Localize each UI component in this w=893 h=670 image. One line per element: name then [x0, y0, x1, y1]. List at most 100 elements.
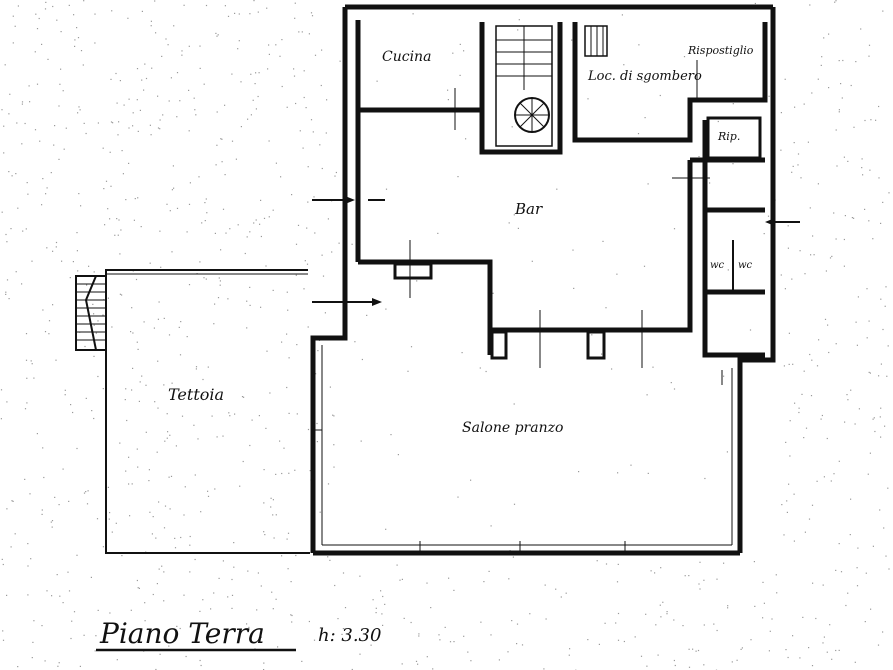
speckle-dot	[171, 251, 173, 253]
speckle-dot	[214, 303, 216, 305]
speckle-dot	[791, 278, 793, 280]
speckle-dot	[163, 571, 165, 573]
speckle-dot	[227, 596, 229, 598]
speckle-dot	[58, 158, 60, 160]
speckle-dot	[127, 17, 129, 19]
speckle-dot	[158, 568, 160, 570]
speckle-dot	[321, 632, 323, 635]
speckle-dot	[36, 83, 39, 85]
speckle-dot	[390, 434, 392, 436]
speckle-dot	[843, 238, 845, 241]
speckle-dot	[240, 126, 242, 128]
speckle-dot	[148, 480, 150, 482]
speckle-dot	[8, 171, 10, 173]
speckle-dot	[189, 182, 191, 184]
speckle-dot	[382, 624, 384, 626]
room-label-wc: wc	[710, 260, 725, 271]
speckle-dot	[253, 222, 255, 224]
speckle-dot	[483, 581, 485, 583]
speckle-dot	[56, 19, 58, 21]
speckle-dot	[333, 444, 335, 446]
speckle-dot	[12, 15, 14, 17]
speckle-dot	[645, 613, 647, 615]
speckle-dot	[184, 486, 186, 488]
speckle-dot	[116, 218, 118, 220]
speckle-dot	[517, 29, 519, 31]
speckle-dot	[845, 604, 847, 607]
speckle-dot	[611, 368, 613, 370]
speckle-dot	[180, 536, 182, 539]
speckle-dot	[199, 659, 201, 662]
speckle-dot	[856, 344, 858, 346]
speckle-dot	[332, 414, 334, 416]
speckle-dot	[93, 417, 95, 420]
speckle-dot	[161, 565, 163, 567]
speckle-dot	[218, 577, 220, 579]
speckle-dot	[33, 377, 35, 379]
speckle-dot	[0, 418, 3, 420]
speckle-dot	[215, 164, 217, 166]
speckle-dot	[290, 614, 292, 616]
speckle-dot	[173, 25, 175, 27]
speckle-dot	[334, 584, 336, 587]
speckle-dot	[229, 415, 231, 417]
speckle-dot	[221, 161, 223, 163]
speckle-dot	[572, 249, 574, 251]
speckle-dot	[181, 50, 183, 52]
room-label-tettoia: Tettoia	[168, 385, 224, 404]
speckle-dot	[808, 647, 810, 649]
speckle-dot	[194, 109, 196, 111]
speckle-dot	[93, 313, 95, 315]
speckle-dot	[783, 365, 785, 367]
speckle-dot	[195, 368, 197, 370]
speckle-dot	[202, 399, 204, 401]
speckle-dot	[132, 112, 134, 114]
speckle-dot	[249, 304, 251, 306]
speckle-dot	[107, 486, 109, 488]
speckle-dot	[811, 92, 813, 94]
speckle-dot	[29, 493, 31, 495]
speckle-dot	[643, 265, 646, 267]
speckle-dot	[76, 447, 78, 450]
speckle-dot	[79, 109, 81, 111]
speckle-dot	[647, 472, 649, 474]
speckle-dot	[877, 644, 880, 646]
speckle-dot	[617, 563, 619, 565]
speckle-dot	[880, 436, 882, 438]
speckle-dot	[637, 133, 640, 135]
speckle-dot	[6, 594, 8, 596]
speckle-dot	[10, 228, 12, 230]
speckle-dot	[287, 568, 289, 570]
speckle-dot	[591, 334, 593, 336]
speckle-dot	[139, 109, 141, 111]
speckle-dot	[193, 424, 195, 426]
speckle-dot	[205, 4, 208, 7]
tettoia-area	[75, 269, 310, 554]
speckle-dot	[179, 627, 181, 630]
speckle-dot	[227, 298, 229, 300]
speckle-dot	[90, 576, 92, 578]
room-label-wc2: wc	[738, 260, 753, 271]
speckle-dot	[41, 204, 43, 206]
speckle-dot	[544, 584, 546, 586]
speckle-dot	[202, 599, 204, 601]
speckle-dot	[166, 633, 168, 635]
speckle-dot	[273, 537, 275, 539]
speckle-dot	[176, 625, 178, 627]
speckle-dot	[93, 355, 95, 357]
speckle-dot	[792, 363, 794, 365]
speckle-dot	[136, 579, 138, 582]
speckle-dot	[27, 594, 29, 596]
room-label-sgombero: Loc. di sgombero	[587, 69, 702, 84]
speckle-dot	[888, 192, 890, 194]
speckle-dot	[307, 326, 309, 328]
speckle-dot	[787, 656, 789, 659]
speckle-dot	[70, 637, 72, 640]
speckle-dot	[640, 655, 643, 657]
speckle-dot	[829, 624, 831, 626]
speckle-dot	[143, 89, 145, 91]
speckle-dot	[5, 233, 7, 236]
speckle-dot	[768, 95, 770, 97]
speckle-dot	[141, 79, 143, 81]
